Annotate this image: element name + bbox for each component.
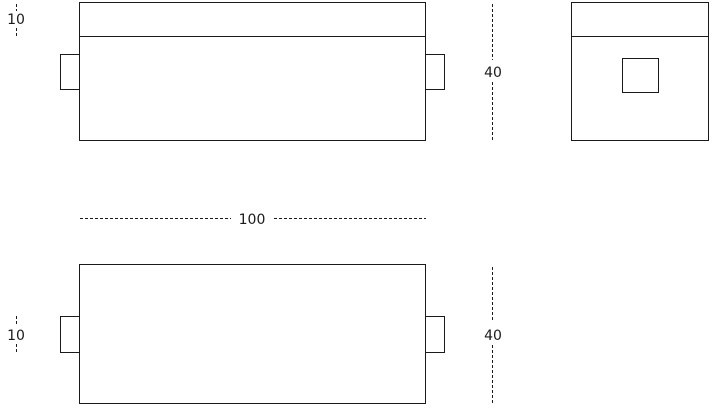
side-view	[571, 2, 709, 141]
plan-view-body	[79, 264, 426, 404]
front-view-handle-right	[425, 54, 445, 90]
front-view-body	[79, 36, 426, 141]
side-view-lid	[571, 2, 709, 37]
lid-height-label: 10	[7, 12, 25, 28]
plan-view	[60, 264, 445, 404]
side-view-handle	[622, 58, 659, 93]
body-height-label: 40	[484, 328, 502, 344]
lid-height-dimension-bottom: 10	[7, 316, 25, 353]
plan-view-handle-left	[60, 316, 80, 353]
plan-view-handle-right	[425, 316, 445, 353]
side-view-body	[571, 36, 709, 141]
body-height-label: 40	[484, 65, 502, 81]
length-dimension: 100	[80, 212, 426, 228]
front-view-handle-left	[60, 54, 80, 90]
body-height-dimension-top: 40	[484, 4, 502, 141]
front-view	[60, 2, 445, 141]
front-view-lid	[79, 2, 426, 37]
length-label: 100	[239, 212, 266, 228]
lid-height-dimension-top: 10	[7, 4, 25, 38]
lid-height-label: 10	[7, 328, 25, 344]
body-height-dimension-bottom: 40	[484, 267, 502, 405]
